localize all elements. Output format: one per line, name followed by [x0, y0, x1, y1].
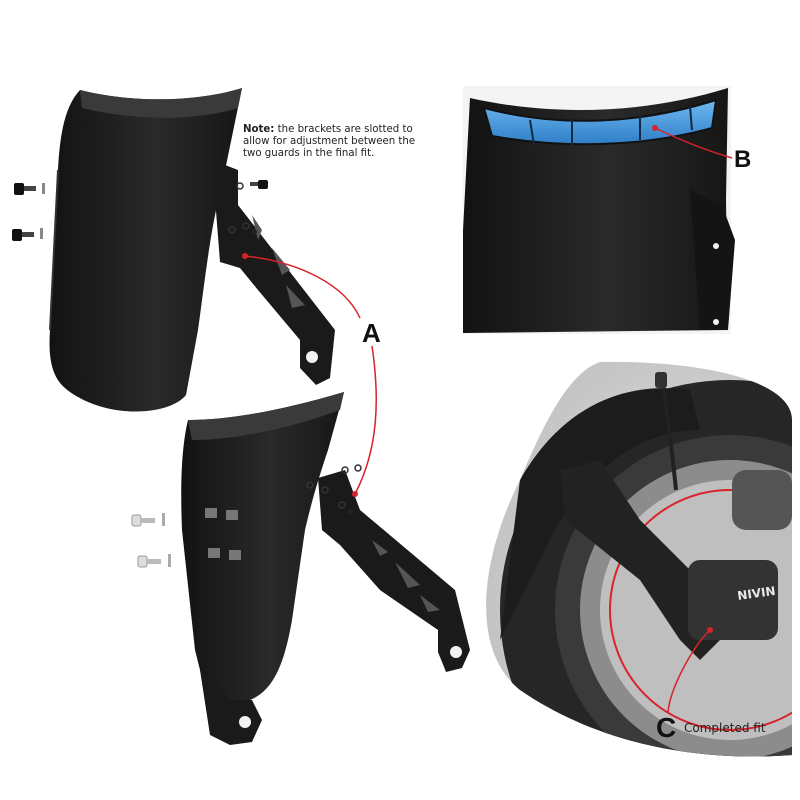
red-dot-icon — [352, 491, 358, 497]
bolt-icon — [137, 555, 161, 568]
washer-icon — [168, 554, 171, 567]
caliper-brand: NIVIN — [736, 584, 776, 603]
front-mudguard-top — [49, 88, 243, 412]
bolt-icon — [14, 183, 36, 195]
washer-icon — [162, 513, 165, 526]
closeup-blue-insert — [463, 86, 735, 334]
callout-a-lines — [242, 253, 377, 497]
washer-icon — [42, 183, 45, 194]
callout-c: C — [656, 712, 677, 743]
bolt-icon — [131, 514, 155, 527]
bracket-top — [212, 160, 335, 385]
callout-c-line — [667, 627, 713, 713]
note-body: the brackets are slotted to allow for ad… — [243, 124, 416, 159]
callout-a: A — [362, 318, 381, 348]
completed-fit-caption: Completed fit — [684, 721, 766, 735]
red-dot-icon — [707, 627, 713, 633]
note-text: Note: the brackets are slotted to allow … — [243, 124, 433, 160]
bolt-icon — [250, 180, 268, 189]
mudguard-extender-bottom — [181, 392, 344, 745]
bolt-icon — [12, 229, 34, 241]
red-dot-icon — [242, 253, 248, 259]
bracket-bottom — [318, 470, 470, 672]
note-prefix: Note: — [243, 124, 275, 135]
callout-b: B — [734, 146, 752, 173]
washer-icon — [40, 228, 43, 239]
red-dot-icon — [652, 125, 658, 131]
